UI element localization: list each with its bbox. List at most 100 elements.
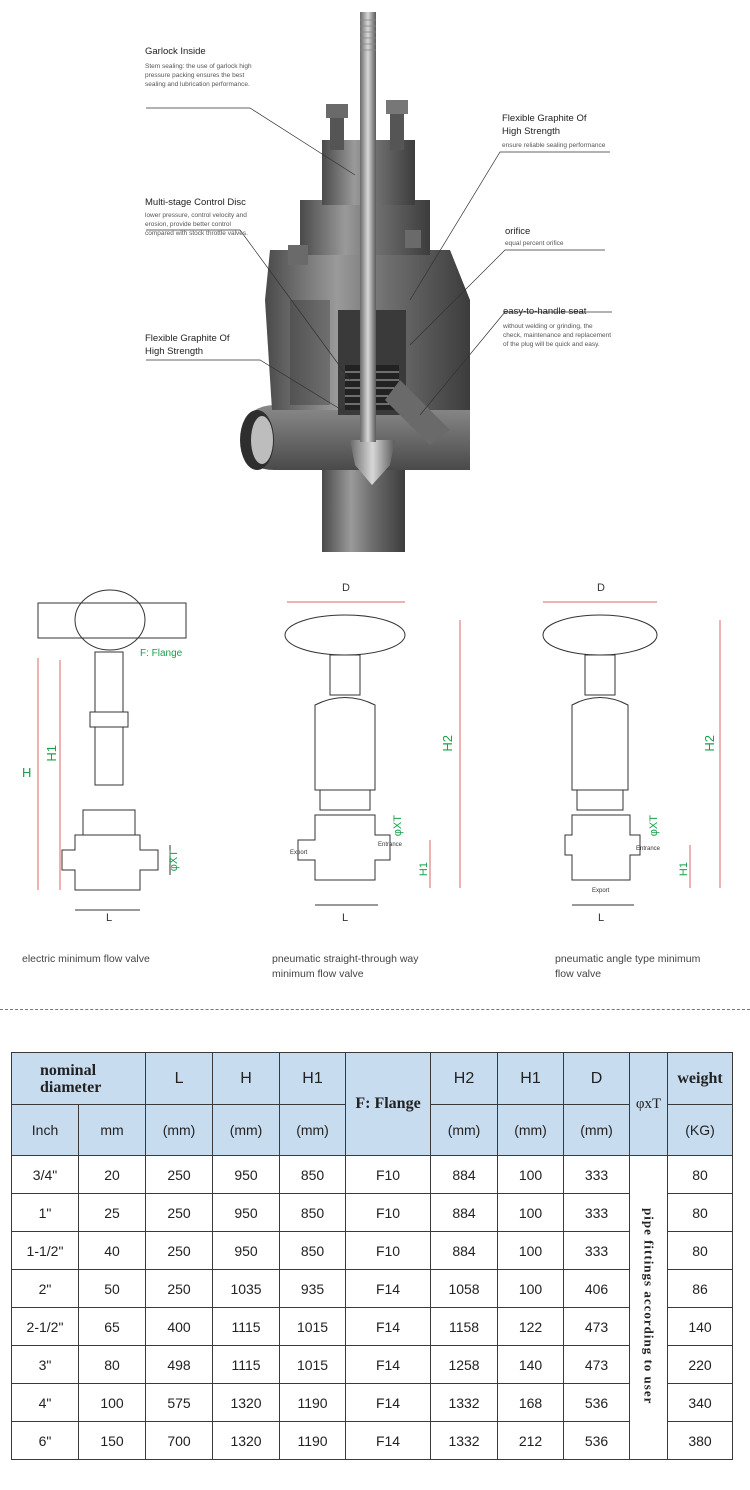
cell-weight: 86 (667, 1269, 734, 1308)
cell-mm: 40 (77, 1231, 147, 1270)
cell-h1: 1015 (279, 1307, 347, 1346)
callout-seat-desc: without welding or grinding, the check, … (503, 323, 612, 348)
cell-weight: 80 (667, 1231, 734, 1270)
cell-h2: 884 (430, 1231, 499, 1270)
callout-graphite-left-title: Flexible Graphite Of High Strength (145, 333, 230, 357)
cell-mm: 65 (77, 1307, 147, 1346)
cell-flange: F14 (345, 1307, 432, 1346)
cell-flange: F14 (345, 1345, 432, 1384)
cell-inch: 2" (11, 1269, 79, 1308)
cell-l: 498 (145, 1345, 214, 1384)
cell-weight: 80 (667, 1155, 734, 1194)
label-d-angle: D (597, 582, 605, 594)
callout-garlock-desc: Stem sealing: the use of garlock high pr… (145, 63, 252, 88)
label-phixt-angle: φXT (648, 815, 660, 837)
col-h: H (212, 1052, 281, 1105)
cell-h: 1035 (212, 1269, 281, 1308)
label-flange-electric: F: Flange (140, 648, 183, 659)
label-l-angle: L (598, 912, 605, 924)
callout-garlock-title: Garlock Inside (145, 46, 206, 57)
cell-mm: 100 (77, 1383, 147, 1422)
unit-h2: (mm) (430, 1104, 499, 1156)
col-d: D (563, 1052, 631, 1105)
callout-control-disc-desc: lower pressure, control velocity and ero… (145, 212, 248, 237)
cell-h2: 1332 (430, 1383, 499, 1422)
cell-h: 1115 (212, 1345, 281, 1384)
caption-electric: electric minimum flow valve (22, 953, 150, 965)
cell-l: 250 (145, 1193, 214, 1232)
cell-h2: 884 (430, 1193, 499, 1232)
cell-h: 950 (212, 1193, 281, 1232)
callout-graphite-right-title: Flexible Graphite Of High Strength (502, 113, 587, 137)
cell-h1: 1015 (279, 1345, 347, 1384)
cell-h1b: 140 (497, 1345, 565, 1384)
label-phixt-electric: φXT (168, 850, 180, 872)
cell-h: 1320 (212, 1421, 281, 1460)
label-phixt-straight: φXT (392, 815, 404, 837)
col-h1: H1 (279, 1052, 347, 1105)
spec-table: nominal diameter L H H1 F: Flange H2 H1 … (10, 1052, 734, 1460)
label-h1-electric: H1 (44, 745, 59, 762)
cell-h: 1320 (212, 1383, 281, 1422)
cell-inch: 2-1/2" (11, 1307, 79, 1346)
caption-straight-through: pneumatic straight-through way minimum f… (272, 953, 419, 980)
cell-d: 536 (563, 1421, 631, 1460)
dimension-diagrams (37, 589, 721, 911)
cell-flange: F14 (345, 1269, 432, 1308)
cell-weight: 80 (667, 1193, 734, 1232)
cell-flange: F14 (345, 1421, 432, 1460)
cell-d: 473 (563, 1307, 631, 1346)
label-h-electric: H (22, 765, 32, 780)
cell-h2: 1058 (430, 1269, 499, 1308)
cell-weight: 140 (667, 1307, 734, 1346)
unit-h1b: (mm) (497, 1104, 565, 1156)
col-weight: weight (667, 1052, 734, 1105)
unit-weight: (KG) (667, 1104, 734, 1156)
cell-h: 1115 (212, 1307, 281, 1346)
col-h2: H2 (430, 1052, 499, 1105)
cell-h2: 1332 (430, 1421, 499, 1460)
label-entrance-angle: Entrance (636, 846, 661, 852)
cell-h2: 1158 (430, 1307, 499, 1346)
label-entrance-straight: Entrance (378, 842, 403, 848)
cell-h1b: 100 (497, 1269, 565, 1308)
cell-h1: 850 (279, 1155, 347, 1194)
cell-h1b: 100 (497, 1193, 565, 1232)
label-h2-angle: H2 (702, 735, 717, 752)
label-l-electric: L (106, 912, 113, 924)
cell-d: 406 (563, 1269, 631, 1308)
cell-mm: 80 (77, 1345, 147, 1384)
cell-inch: 1" (11, 1193, 79, 1232)
label-export-angle: Export (592, 888, 610, 894)
cell-inch: 3/4" (11, 1155, 79, 1194)
cell-l: 700 (145, 1421, 214, 1460)
cell-h1b: 100 (497, 1155, 565, 1194)
cell-flange: F10 (345, 1193, 432, 1232)
cell-l: 250 (145, 1231, 214, 1270)
cell-d: 333 (563, 1193, 631, 1232)
cell-flange: F10 (345, 1231, 432, 1270)
cell-weight: 220 (667, 1345, 734, 1384)
caption-angle: pneumatic angle type minimum flow valve (555, 953, 701, 980)
callout-seat-title: easy-to-handle seat (503, 306, 587, 317)
cell-inch: 4" (11, 1383, 79, 1422)
label-l-straight: L (342, 912, 349, 924)
valve-cutaway-illustration (146, 12, 612, 552)
cell-l: 575 (145, 1383, 214, 1422)
cell-h1b: 100 (497, 1231, 565, 1270)
pipe-note-text: pipe fittings according to user (641, 1207, 657, 1405)
label-h1-angle: H1 (678, 862, 690, 877)
col-inch: Inch (11, 1104, 79, 1156)
cell-h1b: 168 (497, 1383, 565, 1422)
cell-d: 473 (563, 1345, 631, 1384)
col-flange: F: Flange (345, 1052, 432, 1156)
cell-weight: 380 (667, 1421, 734, 1460)
cell-h1: 1190 (279, 1421, 347, 1460)
cell-l: 400 (145, 1307, 214, 1346)
callout-control-disc-title: Multi-stage Control Disc (145, 197, 246, 208)
cell-mm: 50 (77, 1269, 147, 1308)
